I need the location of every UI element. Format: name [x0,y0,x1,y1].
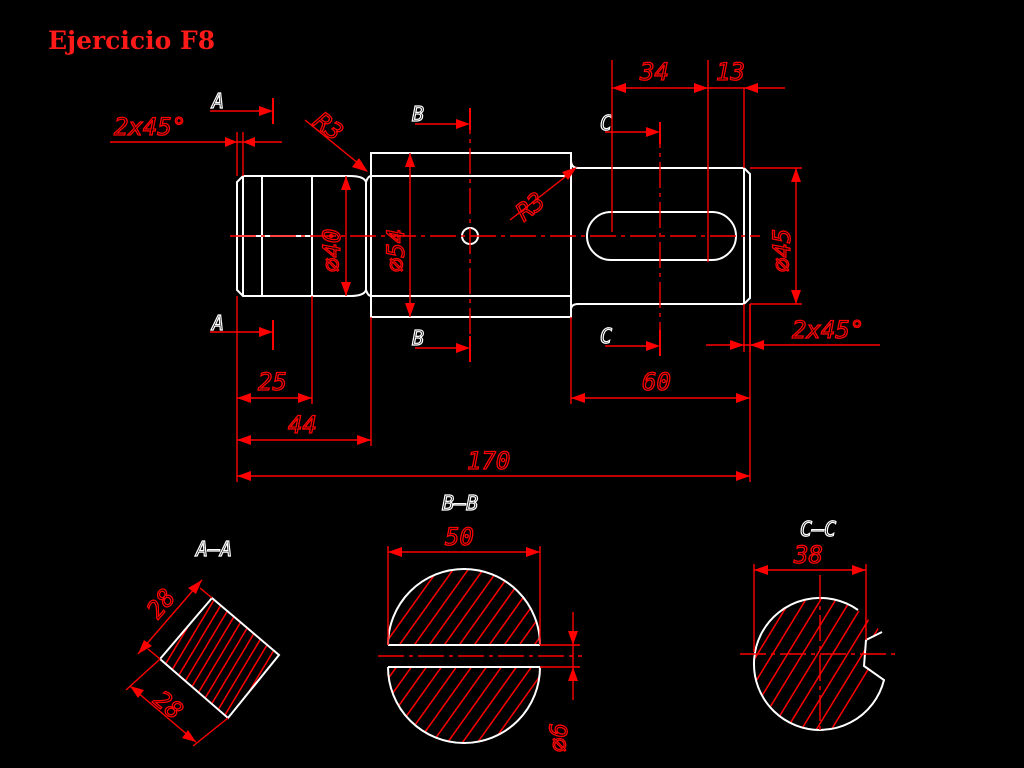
cut-markers: A A B B C C [209,88,661,362]
cut-label-c-top: C [600,111,612,135]
dim-44: 44 [288,411,317,439]
section-bb-dim-50: 50 [445,523,474,551]
cut-label-b-bottom: B [412,326,424,350]
fillet-left-bottom [365,289,372,297]
dim-dia54: ⌀54 [382,229,410,272]
fillet-right-bottom [570,303,579,311]
section-cc-hatch [753,597,884,730]
section-bb-upper-arc [387,568,541,646]
cut-label-a-top: A [210,89,224,113]
dim-r3-left: R3 [308,107,348,147]
section-cc: C–C 38 [740,516,900,735]
dim-60: 60 [642,368,671,396]
cut-label-c-bottom: C [600,324,612,348]
dim-170: 170 [467,447,510,475]
collar-outline [370,152,572,318]
section-bb: B–B [378,490,582,753]
section-aa-dim-28b: 28 [148,685,188,725]
section-cc-outline [753,596,886,731]
cut-label-b-top: B [412,102,424,126]
shaft-outline [236,152,751,318]
center-lines [230,108,760,362]
section-bb-hatch-top [388,569,540,645]
keyway-slot [586,211,737,261]
section-aa-hatch [160,598,279,718]
dim-34: 34 [639,58,669,86]
dim-chamfer-left: 2x45° [114,113,186,141]
section-cc-dim-38: 38 [793,541,823,569]
section-bb-label: B–B [442,491,478,515]
section-aa-label: A–A [194,537,232,561]
fillet-left-top [365,175,372,183]
dim-25: 25 [258,368,287,396]
dim-13: 13 [716,58,745,86]
section-cc-label: C–C [800,517,836,541]
cut-label-a-bottom: A [210,311,224,335]
section-bb-dim-dia6: ⌀6 [545,723,573,752]
section-aa: A–A 28 28 [125,536,281,747]
dim-dia40: ⌀40 [318,229,346,272]
fillet-right-top [570,159,579,169]
dim-chamfer-right: 2x45° [792,316,864,344]
dim-dia45: ⌀45 [768,229,796,272]
drawing-title: Ejercicio F8 [48,26,216,55]
section-bb-lower-arc [387,666,541,744]
dimensions: 34 13 2x45° R3 R3 ⌀40 ⌀54 ⌀45 [110,57,880,482]
section-aa-dim-28a: 28 [141,584,181,624]
